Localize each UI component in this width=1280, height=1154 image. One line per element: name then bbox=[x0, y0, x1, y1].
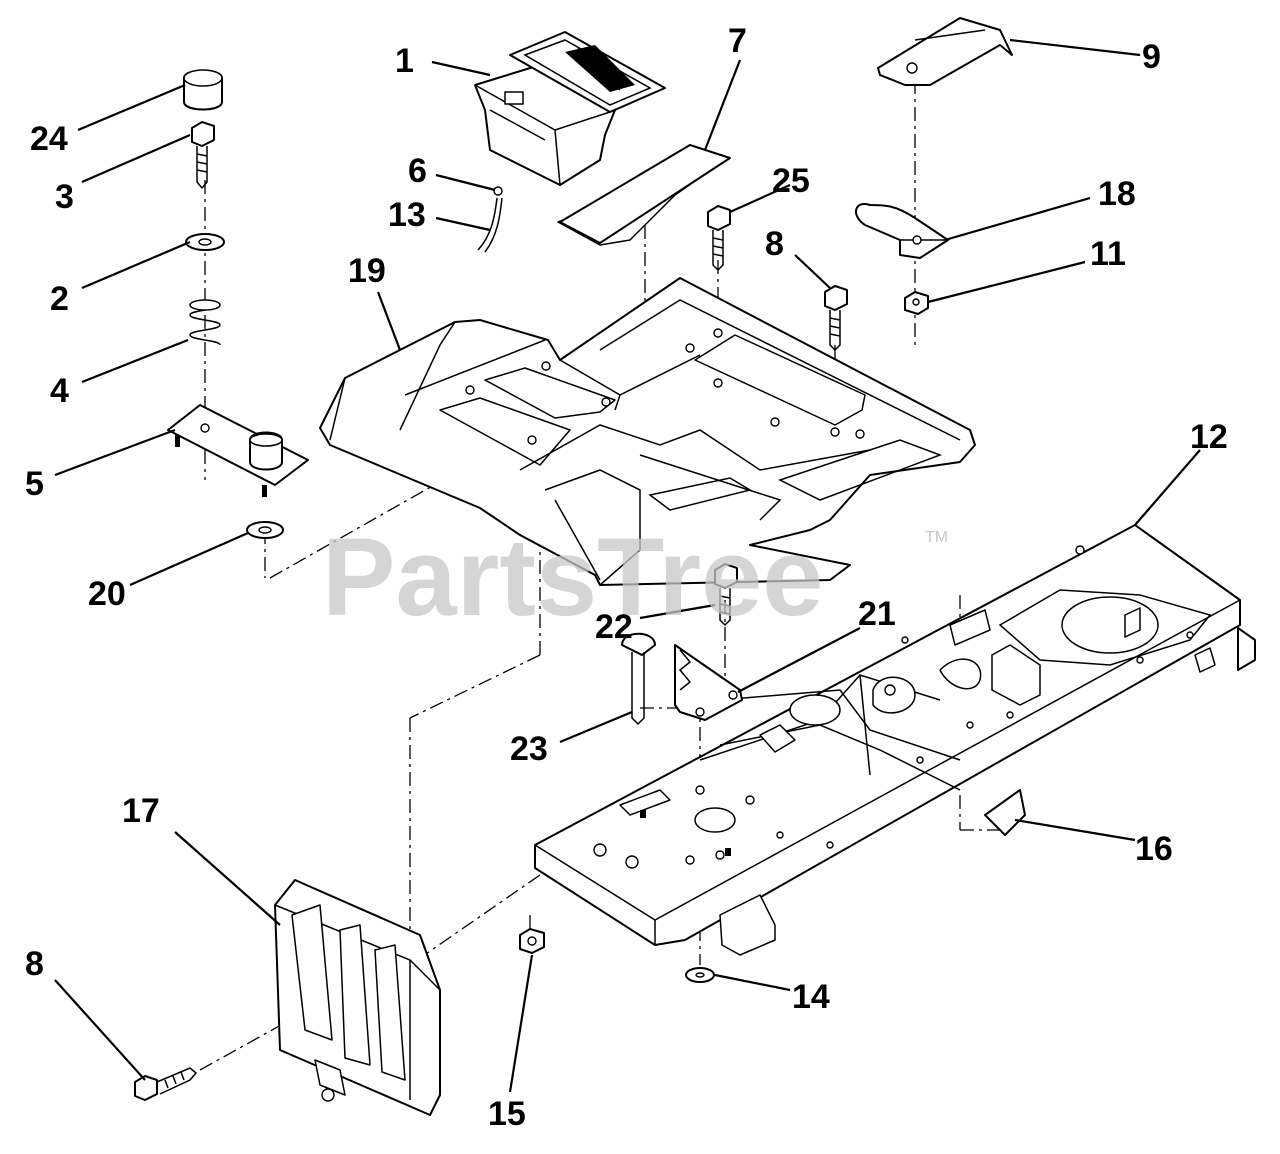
watermark-text: PartsTree bbox=[322, 516, 823, 639]
plate-part-5 bbox=[167, 404, 309, 497]
seat-pan-part-19 bbox=[319, 277, 976, 586]
bolt-part-25 bbox=[707, 205, 731, 272]
callout-9: 9 bbox=[1142, 38, 1161, 76]
callout-17: 17 bbox=[122, 792, 160, 830]
storage-box-part-1 bbox=[474, 31, 666, 186]
frame-part-12 bbox=[534, 524, 1256, 956]
callout-15: 15 bbox=[488, 1095, 526, 1133]
callout-5: 5 bbox=[25, 465, 44, 503]
bolt-part-8-upper bbox=[824, 285, 848, 352]
arrow-part-16 bbox=[984, 789, 1026, 836]
callout-8-upper: 8 bbox=[765, 225, 784, 263]
callout-2: 2 bbox=[50, 280, 69, 318]
nut-part-14 bbox=[685, 967, 715, 983]
callout-11: 11 bbox=[1090, 235, 1126, 273]
callout-19: 19 bbox=[348, 252, 386, 290]
cable-part-13 bbox=[477, 197, 503, 253]
clip-part-6 bbox=[493, 186, 503, 196]
callout-1: 1 bbox=[395, 42, 414, 80]
washer-part-2 bbox=[185, 233, 225, 251]
decal-part-7 bbox=[557, 144, 731, 246]
callout-4: 4 bbox=[50, 372, 69, 410]
callout-20: 20 bbox=[88, 575, 126, 613]
bolt-part-22 bbox=[714, 563, 738, 627]
rear-plate-part-17 bbox=[274, 879, 441, 1116]
nut-part-15 bbox=[519, 928, 545, 954]
callout-22: 22 bbox=[595, 608, 633, 646]
watermark: PartsTree TM bbox=[322, 516, 948, 639]
spring-part-4 bbox=[189, 299, 221, 346]
knob-cap-part-24 bbox=[183, 69, 223, 111]
callout-6: 6 bbox=[408, 152, 427, 190]
callout-labels: 1 2 3 4 5 6 7 8 8 9 11 12 13 14 15 16 17… bbox=[25, 22, 1228, 1133]
callout-25: 25 bbox=[772, 162, 810, 200]
callout-3: 3 bbox=[55, 178, 74, 216]
leader-lines bbox=[54, 38, 1201, 1093]
bracket-part-9 bbox=[877, 17, 1013, 86]
washer-part-20 bbox=[246, 521, 284, 539]
callout-18: 18 bbox=[1098, 175, 1136, 213]
carriage-bolt-part-23 bbox=[621, 632, 656, 726]
callout-23: 23 bbox=[510, 730, 548, 768]
nut-part-11 bbox=[904, 291, 929, 315]
bolt-part-8-lower bbox=[134, 1067, 198, 1101]
callout-7: 7 bbox=[728, 22, 747, 60]
callout-12: 12 bbox=[1190, 418, 1228, 456]
hose-clamp-part-18 bbox=[855, 203, 949, 259]
callout-21: 21 bbox=[858, 595, 896, 633]
callout-24: 24 bbox=[30, 120, 68, 158]
callout-13: 13 bbox=[388, 196, 426, 234]
bracket-part-21 bbox=[674, 644, 743, 721]
callout-14: 14 bbox=[792, 978, 830, 1016]
watermark-trademark: TM bbox=[925, 529, 948, 546]
bolt-part-3 bbox=[191, 121, 215, 190]
callout-16: 16 bbox=[1135, 830, 1173, 868]
callout-8-lower: 8 bbox=[25, 945, 44, 983]
